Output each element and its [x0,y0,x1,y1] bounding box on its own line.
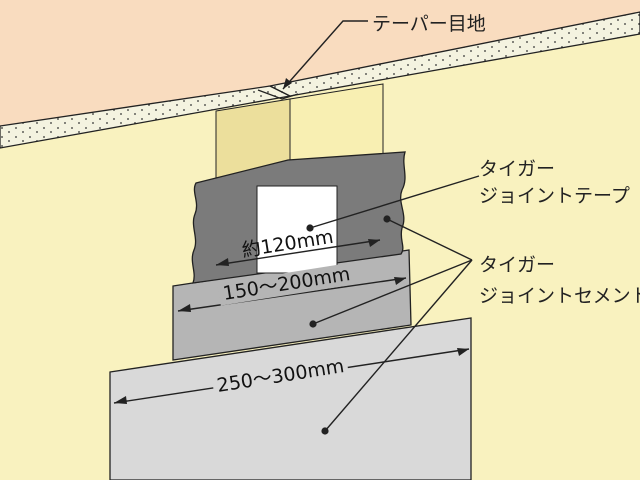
joint-tape-label-line2: ジョイントテープ [479,185,630,207]
tape-width-arrow [215,239,381,266]
joint-cement-leaders [309,215,473,435]
joint-recess [215,83,384,179]
tape-joint-label: テーパー目地 [372,13,486,35]
ceiling [0,0,640,126]
second-coat-layer [109,317,472,480]
joint-tape-leader [306,175,480,232]
joint-cement-label-line2: ジョイントセメント [479,285,640,307]
tape-joint-leader [282,20,368,90]
tape-window [256,185,338,274]
joint-tape-label-line1: タイガー [479,158,555,180]
joint-cement-label-line1: タイガー [479,254,555,276]
first-coat-width-arrow [177,277,407,312]
gypsum-board-cross-section [0,11,640,149]
